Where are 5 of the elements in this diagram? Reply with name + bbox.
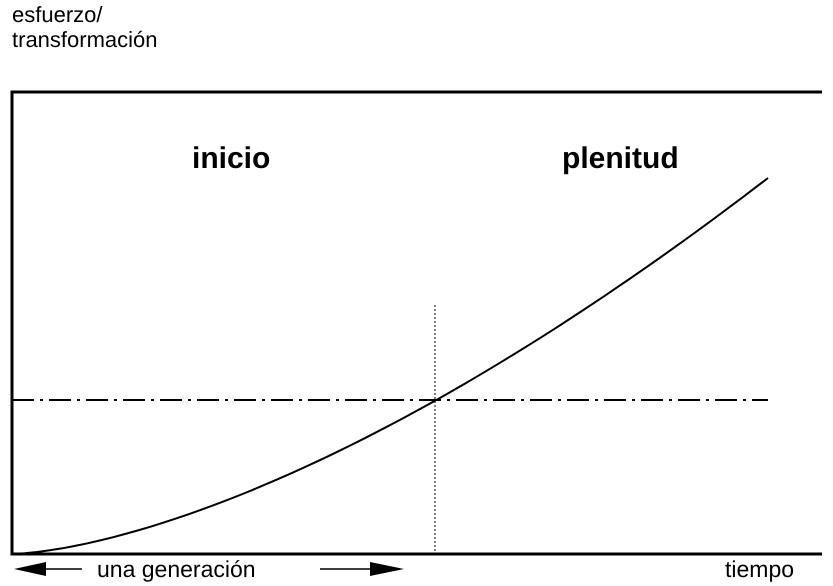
region-label: inicio: [192, 142, 270, 176]
axis-label: esfuerzo/ transformación: [12, 2, 159, 53]
dimension-label: una generación: [97, 556, 256, 582]
region-label: plenitud: [562, 142, 679, 176]
axis-label: tiempo: [725, 556, 794, 582]
